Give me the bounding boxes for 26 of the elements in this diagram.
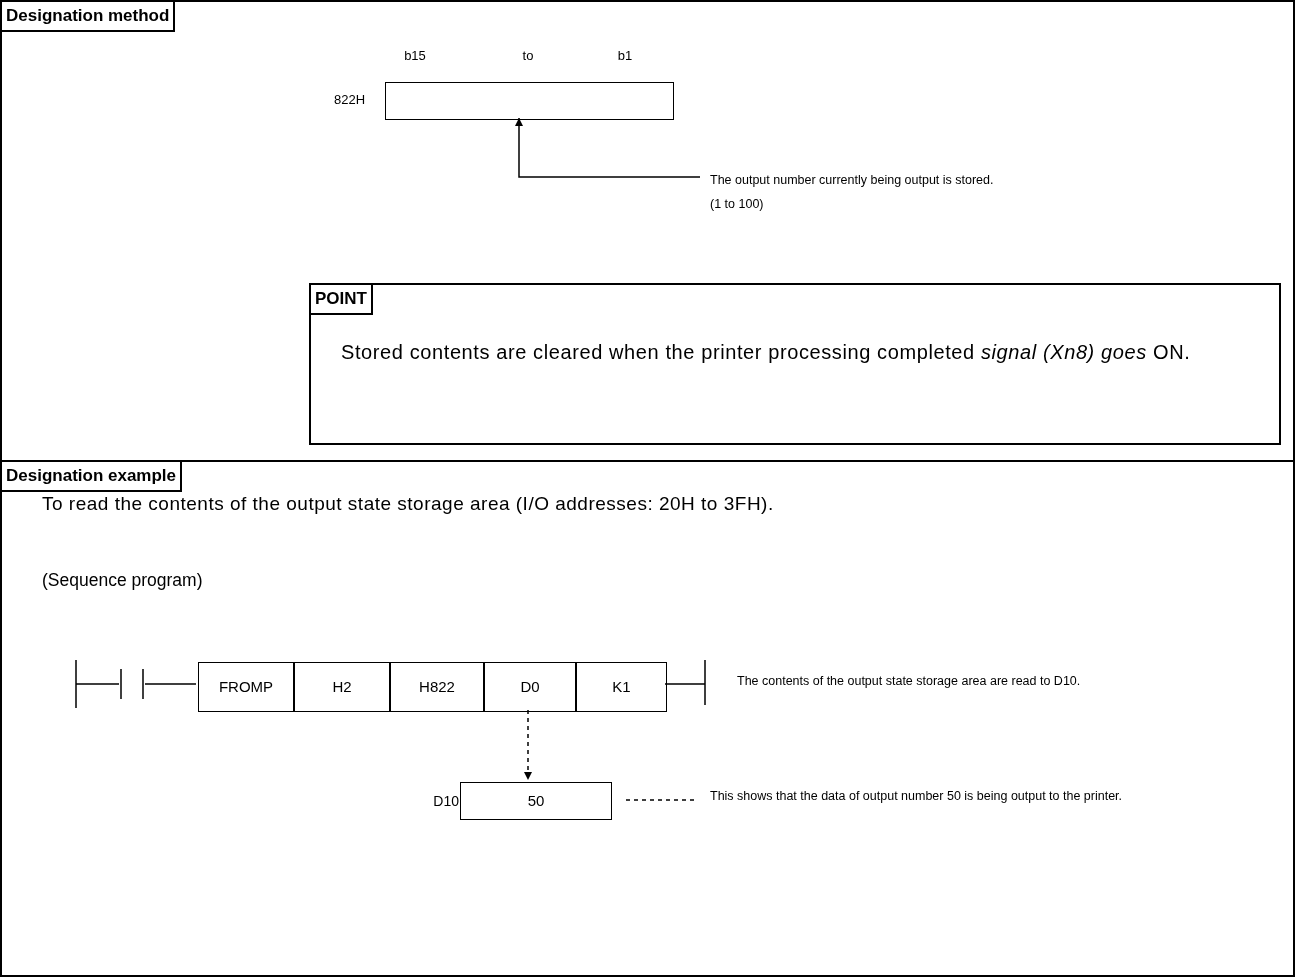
annotation-text: The output number currently being output is stored. bbox=[709, 172, 995, 189]
label-text: The contents of the output state storage area are read to D10. bbox=[737, 673, 1082, 690]
label-text: to bbox=[521, 47, 535, 65]
section-panel bbox=[0, 460, 1295, 977]
instruction-cell: K1 bbox=[576, 662, 667, 712]
section-panel bbox=[0, 0, 1295, 462]
instruction-cell: H822 bbox=[390, 662, 484, 712]
instruction-cell: H2 bbox=[294, 662, 390, 712]
point-text: Stored contents are cleared when the printer processing completed signal (Xn8) goes ON. bbox=[341, 340, 1192, 365]
description-text: To read the contents of the output state storage area (I/O addresses: 20H to 3FH). bbox=[42, 492, 775, 515]
instruction-cell: D0 bbox=[484, 662, 576, 712]
label-text: b1 bbox=[616, 47, 634, 65]
register-name: D10 bbox=[433, 792, 460, 811]
point-box bbox=[309, 283, 1281, 445]
program-caption: (Sequence program) bbox=[42, 569, 203, 592]
annotation-text: (1 to 100) bbox=[709, 196, 765, 213]
leader-arrow bbox=[515, 117, 701, 178]
label-text: b15 bbox=[403, 47, 427, 65]
annotation-text: This shows that the data of output number 50 is being output to the printer. bbox=[709, 788, 1124, 805]
point-heading: POINT bbox=[311, 285, 373, 315]
dashed-arrow bbox=[524, 709, 532, 781]
register-value: 50 bbox=[527, 790, 545, 811]
section-heading: Designation method bbox=[2, 2, 176, 32]
label-text: 822H bbox=[334, 91, 367, 109]
instruction-cell: FROMP bbox=[198, 662, 294, 712]
register-box bbox=[385, 82, 674, 120]
